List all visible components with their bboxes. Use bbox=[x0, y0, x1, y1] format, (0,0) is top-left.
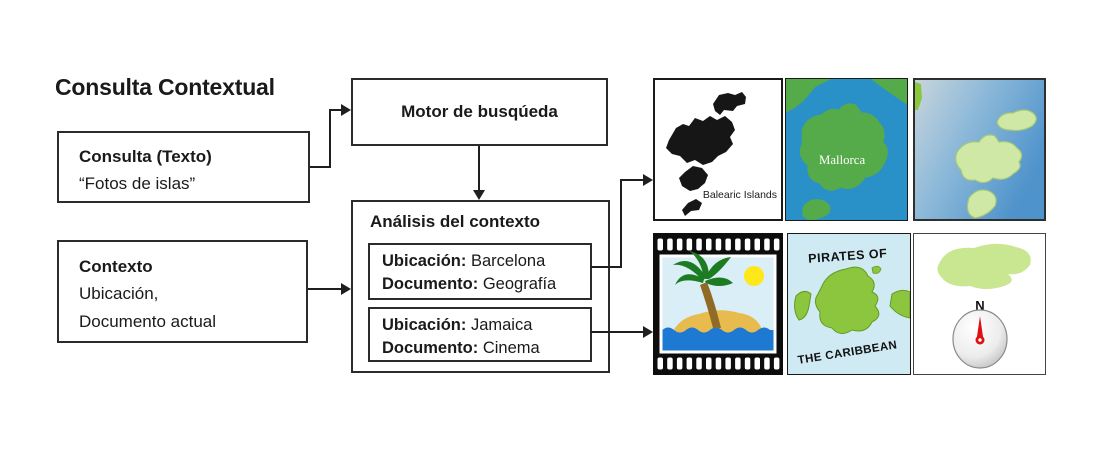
sprocket-holes-bottom bbox=[657, 357, 780, 370]
right-island bbox=[889, 289, 910, 319]
document-value: Geografía bbox=[482, 275, 557, 293]
document-label: Documento: bbox=[382, 275, 479, 293]
main-island bbox=[814, 266, 880, 334]
image-balearic-silhouette: Balearic Islands bbox=[653, 78, 783, 221]
mallorca-pale bbox=[955, 134, 1023, 184]
image-pale-islands-map bbox=[913, 78, 1046, 221]
connector-query-h2 bbox=[329, 109, 342, 111]
menorca-pale bbox=[996, 109, 1037, 132]
result-document-line: Documento: Geografía bbox=[382, 273, 590, 296]
mallorca-island bbox=[799, 103, 888, 191]
ibiza-pale bbox=[966, 189, 997, 219]
page-title: Consulta Contextual bbox=[55, 74, 275, 100]
arrowhead-into-bottom-images bbox=[643, 326, 653, 338]
sun-icon bbox=[744, 266, 764, 286]
search-engine-box: Motor de busqúeda bbox=[351, 78, 608, 146]
image-film-strip bbox=[653, 233, 783, 375]
query-box: Consulta (Texto) “Fotos de islas” bbox=[57, 131, 310, 203]
search-engine-label: Motor de busqúeda bbox=[401, 102, 558, 121]
coast-top-right bbox=[870, 79, 907, 105]
connector-query-h bbox=[310, 166, 331, 168]
context-box-heading: Contexto bbox=[79, 257, 153, 276]
coast-top-left bbox=[786, 79, 832, 113]
query-box-text: “Fotos de islas” bbox=[79, 174, 196, 193]
sprocket-holes-top bbox=[657, 238, 780, 251]
analysis-result-barcelona: Ubicación: Barcelona Documento: Geografí… bbox=[368, 243, 592, 300]
island-scene bbox=[662, 251, 774, 351]
query-box-heading: Consulta (Texto) bbox=[79, 147, 212, 166]
image-mallorca-map: Mallorca bbox=[785, 78, 908, 221]
pirates-map-graphic: PIRATES OF THE CARIBBEAN bbox=[788, 234, 910, 374]
connector-result1-h bbox=[590, 266, 622, 268]
context-box-line1: Ubicación, bbox=[79, 284, 159, 303]
result-location-line: Ubicación: Barcelona bbox=[382, 250, 590, 273]
film-strip-graphic bbox=[653, 233, 783, 375]
pale-islands-graphic bbox=[915, 80, 1044, 219]
arrowhead-into-top-images bbox=[643, 174, 653, 186]
arrowhead-into-analysis-left bbox=[341, 283, 351, 295]
location-label: Ubicación: bbox=[382, 316, 467, 334]
compass-graphic: N bbox=[914, 234, 1045, 374]
connector-engine-analysis-v bbox=[478, 146, 480, 191]
ibiza-silhouette bbox=[679, 166, 708, 191]
arrowhead-into-search-engine bbox=[341, 104, 351, 116]
location-label: Ubicación: bbox=[382, 252, 467, 270]
small-island-bottom bbox=[802, 199, 831, 220]
palm-trunk bbox=[700, 282, 721, 328]
north-label: N bbox=[975, 298, 984, 313]
document-label: Documento: bbox=[382, 339, 479, 357]
context-box-line2: Documento actual bbox=[79, 312, 217, 331]
arrowhead-into-analysis bbox=[473, 190, 485, 200]
result-location-line: Ubicación: Jamaica bbox=[382, 314, 590, 337]
location-value: Barcelona bbox=[470, 252, 546, 270]
connector-result2-h bbox=[590, 331, 644, 333]
tiny-island-top bbox=[871, 265, 882, 274]
context-box: Contexto Ubicación, Documento actual bbox=[57, 240, 308, 343]
menorca-silhouette bbox=[713, 92, 746, 115]
green-edge-sliver bbox=[915, 82, 922, 110]
balearic-caption: Balearic Islands bbox=[703, 189, 777, 201]
connector-result1-v bbox=[620, 179, 622, 268]
connector-context-h bbox=[308, 288, 342, 290]
formentera-silhouette bbox=[682, 199, 702, 216]
location-value: Jamaica bbox=[470, 316, 533, 334]
palm-fronds bbox=[673, 251, 733, 286]
result-document-line: Documento: Cinema bbox=[382, 337, 590, 360]
pirates-title-line1: PIRATES OF bbox=[808, 246, 888, 265]
balearic-silhouette-graphic: Balearic Islands bbox=[655, 80, 781, 219]
mallorca-caption: Mallorca bbox=[819, 153, 865, 167]
mallorca-map-graphic: Mallorca bbox=[786, 79, 907, 220]
image-compass: N bbox=[913, 233, 1046, 375]
analysis-result-jamaica: Ubicación: Jamaica Documento: Cinema bbox=[368, 307, 592, 362]
compass-needle bbox=[976, 316, 984, 340]
needle-hub-center bbox=[978, 338, 982, 342]
left-island bbox=[794, 290, 812, 321]
mallorca-silhouette bbox=[666, 116, 735, 165]
sea bbox=[662, 327, 774, 351]
pale-island bbox=[937, 243, 1031, 289]
document-value: Cinema bbox=[482, 339, 540, 357]
context-analysis-heading: Análisis del contexto bbox=[370, 212, 541, 231]
context-analysis-box: Análisis del contexto Ubicación: Barcelo… bbox=[351, 200, 610, 373]
connector-query-v bbox=[329, 109, 331, 168]
image-pirates-map: PIRATES OF THE CARIBBEAN bbox=[787, 233, 911, 375]
connector-result1-h2 bbox=[620, 179, 644, 181]
